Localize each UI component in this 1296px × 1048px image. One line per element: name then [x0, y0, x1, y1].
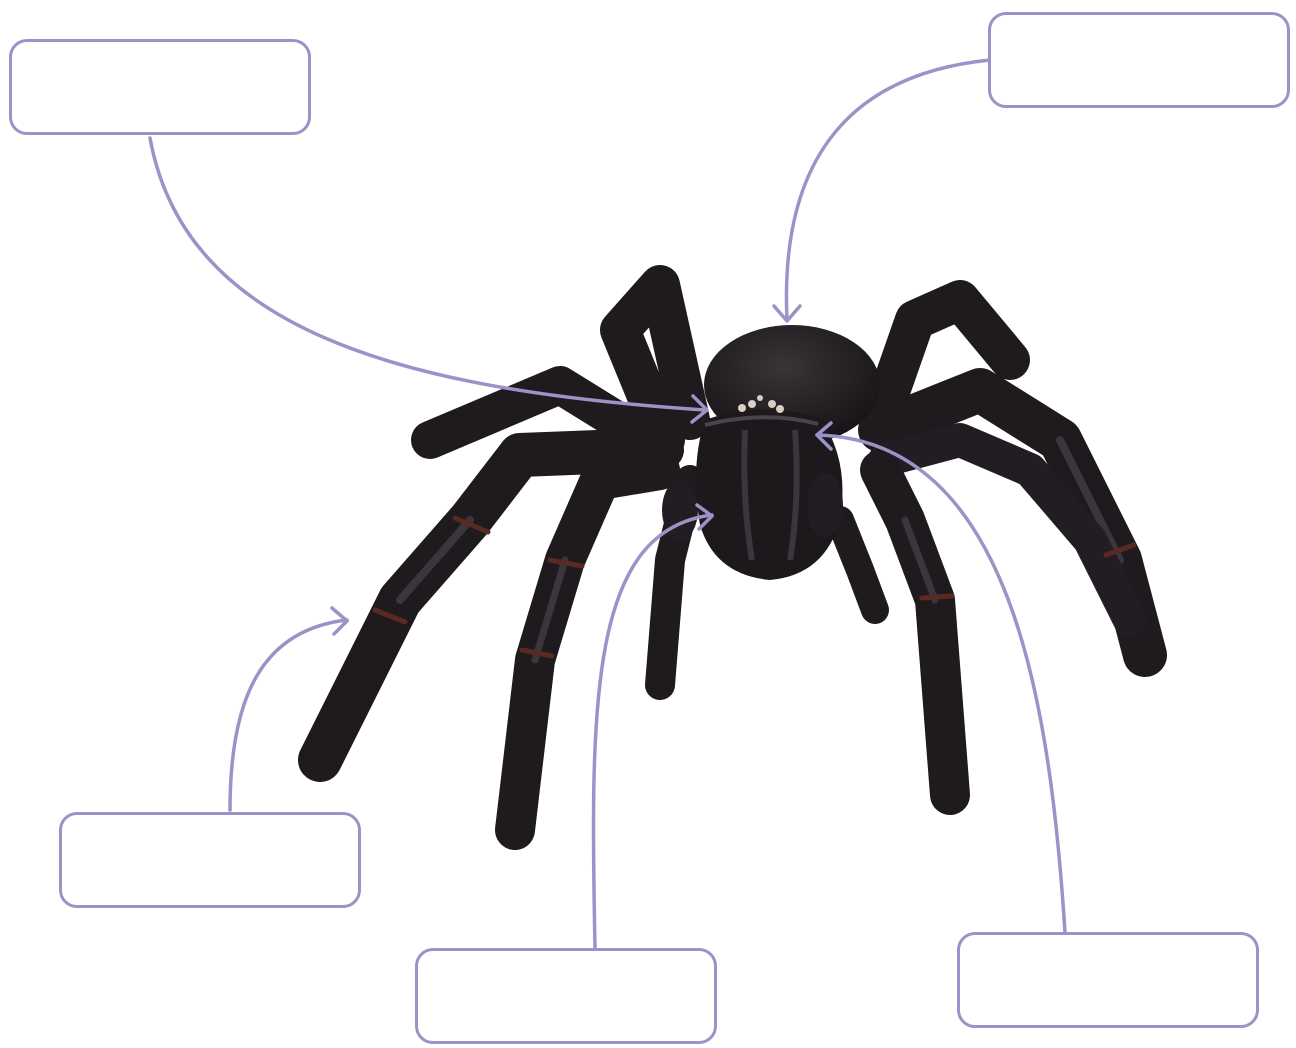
label-box-mid-left[interactable] — [59, 812, 361, 908]
label-box-top-right[interactable] — [988, 12, 1290, 108]
label-box-bottom-right[interactable] — [957, 932, 1259, 1028]
spider-pedipalp — [807, 473, 843, 537]
label-box-top-left[interactable] — [9, 39, 311, 135]
leader-line-bottom-center — [593, 515, 712, 948]
spider-leg — [840, 520, 875, 610]
label-box-bottom-center[interactable] — [415, 948, 717, 1044]
spider-leg — [880, 470, 950, 795]
